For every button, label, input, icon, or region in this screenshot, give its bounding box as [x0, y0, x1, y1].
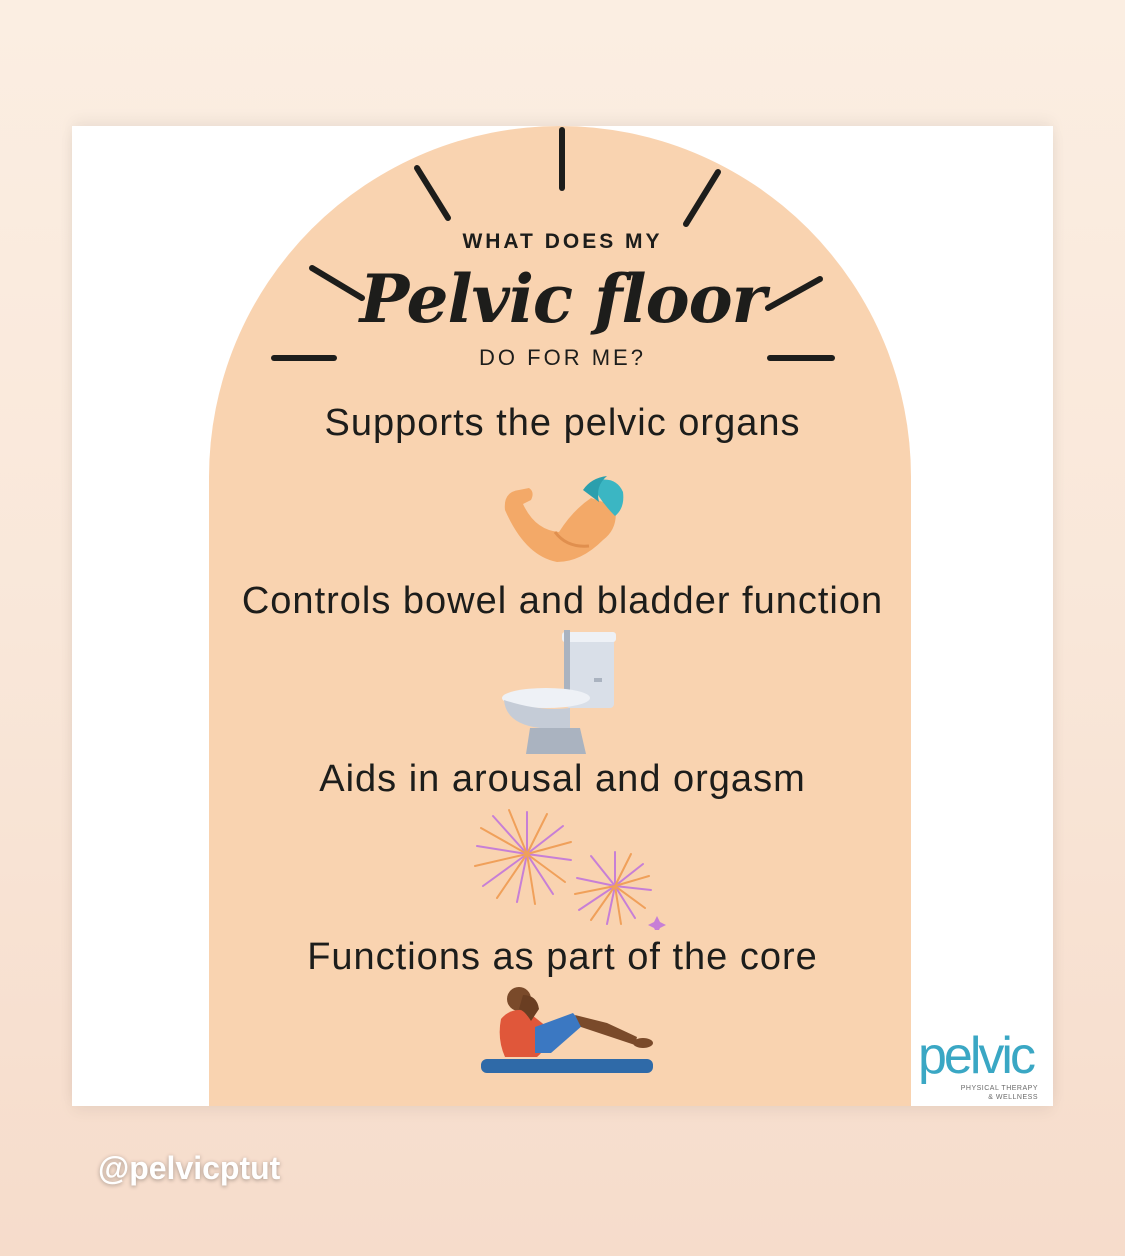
benefit-item-1: Supports the pelvic organs — [324, 402, 801, 444]
page-title: Pelvic floor — [359, 260, 767, 338]
heading-eyebrow: WHAT DOES MY — [462, 230, 663, 253]
logo-wordmark: pelvic — [918, 1027, 1036, 1085]
logo-subtitle: PHYSICAL THERAPY & WELLNESS — [961, 1084, 1038, 1102]
benefit-item-3: Aids in arousal and orgasm — [319, 758, 806, 800]
flexed-arm-icon — [504, 476, 624, 562]
heading-subline: DO FOR ME? — [479, 345, 646, 370]
story-card: WHAT DOES MY Pelvic floor DO FOR ME? Sup… — [72, 126, 1053, 1106]
benefit-item-2: Controls bowel and bladder function — [241, 580, 884, 622]
situp-icon — [481, 987, 653, 1073]
arch-background — [209, 126, 911, 1106]
logo-subtitle-line-1: PHYSICAL THERAPY — [960, 1085, 1038, 1092]
brand-logo: pelvic PHYSICAL THERAPY & WELLNESS — [918, 1026, 1042, 1106]
logo-subtitle-line-2: & WELLNESS — [988, 1094, 1038, 1101]
account-handle[interactable]: @pelvicptut — [98, 1150, 281, 1186]
sunburst-rays — [271, 127, 835, 361]
benefit-item-4: Functions as part of the core — [307, 936, 818, 978]
fireworks-icon — [474, 809, 666, 930]
toilet-icon — [502, 630, 616, 754]
